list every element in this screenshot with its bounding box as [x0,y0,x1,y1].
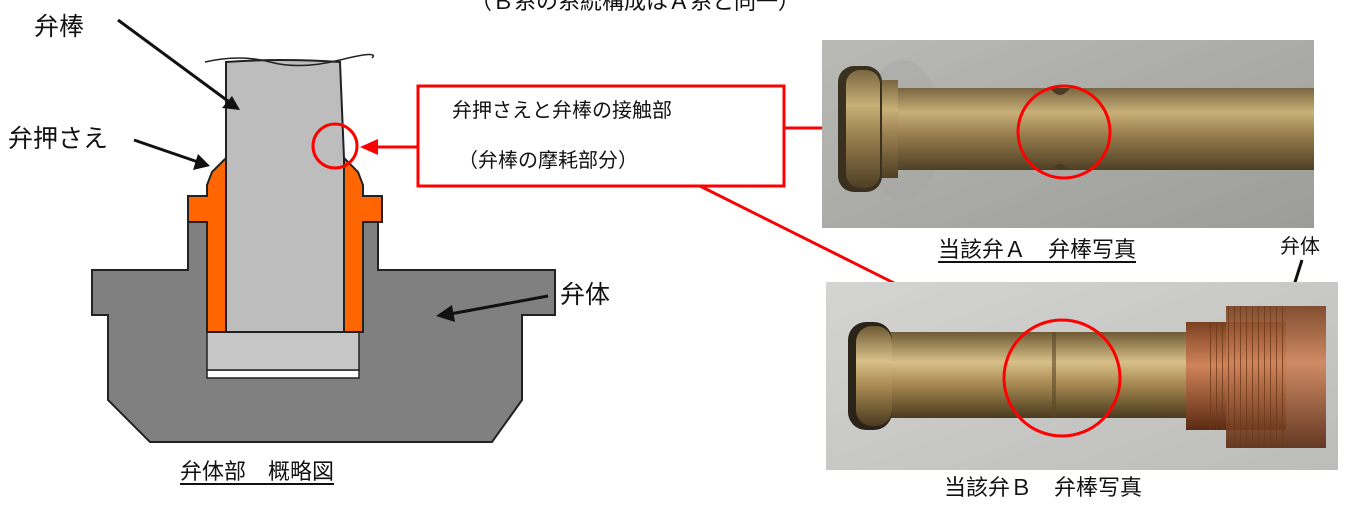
callout-to-diagram-arrowhead [360,139,378,155]
callout-subtitle: （弁棒の摩耗部分） [458,148,638,172]
caption-diagram: 弁体部 概略図 [180,460,335,485]
cavity-gap [206,369,360,379]
stem-break-line [204,53,374,67]
body-leader-line [449,294,549,316]
callout-box [416,84,786,188]
photo-a-wear-circle [1016,84,1112,180]
retainer-leader-line [133,138,199,164]
label-photo-body: 弁体 [1280,234,1320,258]
label-valve-body: 弁体 [560,280,611,309]
valve-stem-shape [225,59,345,333]
top-note: （Ｂ系の系統構成はＡ系と同一） [470,0,801,15]
photo-b [826,282,1338,470]
photo-b-wear-circle [1002,318,1122,438]
stem-leader-line [117,18,233,106]
caption-photo-b: 当該弁Ｂ 弁棒写真 [944,476,1143,501]
body-leader-arrowhead [436,305,455,322]
contact-point-circle [311,122,359,170]
label-valve-retainer: 弁押さえ [8,124,109,153]
stem-base [206,331,360,371]
caption-photo-a: 当該弁Ａ 弁棒写真 [938,238,1137,263]
retainer-leader-arrowhead [193,154,210,170]
photo-a [822,40,1314,228]
callout-title: 弁押さえと弁棒の接触部 [452,98,672,122]
label-valve-stem: 弁棒 [34,12,85,41]
stem-leader-arrowhead [222,96,240,110]
retainer-right [343,155,383,333]
